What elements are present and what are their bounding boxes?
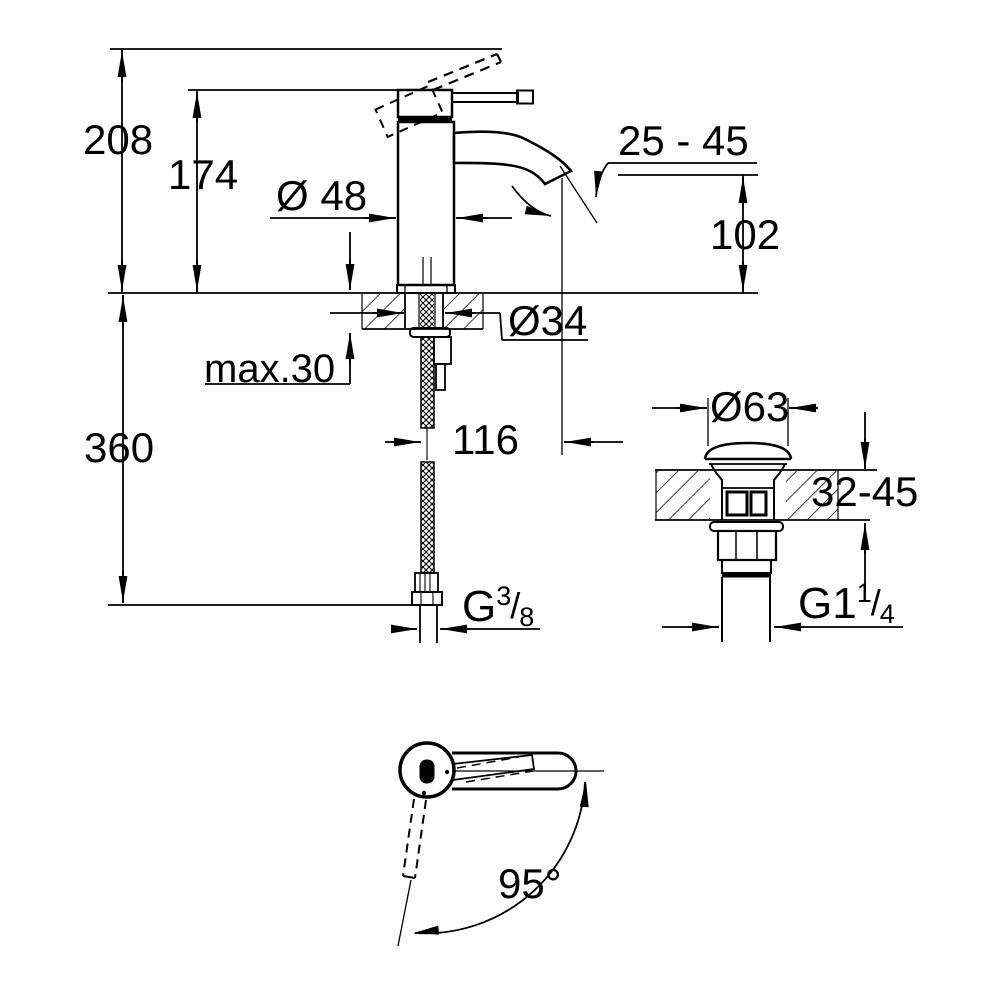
connection-fitting — [433, 336, 452, 365]
dim-label-aerator-range: 25 - 45 — [618, 117, 749, 164]
drain-side-window — [725, 490, 749, 517]
dim-label-height-total: 208 — [83, 116, 154, 163]
lever-raised-dashed — [427, 52, 502, 92]
drain-thread-sub: 4 — [879, 599, 895, 629]
dim-label-supply-thread: G3/8 — [462, 582, 535, 632]
supply-thread-slash: / — [510, 585, 521, 626]
dim-label-drain-deck-range: 32-45 — [811, 468, 919, 515]
dim-label-hose-length: 360 — [84, 424, 155, 471]
lever-handle — [451, 92, 519, 103]
faucet-cap — [396, 88, 454, 119]
flow-arrow — [511, 185, 552, 217]
dim-label-body-diameter: Ø 48 — [276, 172, 368, 219]
faucet-front-view — [361, 52, 598, 643]
drain-side-window — [749, 490, 768, 517]
dim-label-spout-height: 102 — [710, 211, 781, 258]
drain-thread-main: G1 — [798, 579, 857, 628]
handle-hub — [398, 741, 456, 799]
drain-washer — [709, 521, 784, 532]
dimension-linework — [108, 48, 758, 634]
dim-label-hole-diameter: Ø34 — [508, 297, 588, 344]
faucet-cap-band — [398, 117, 452, 123]
dim-label-handle-angle: 95° — [498, 860, 562, 907]
dim-label-drain-thread: G11/4 — [798, 579, 895, 629]
lever-handle-end — [516, 89, 534, 105]
dim-label-max-deck: max.30 — [204, 347, 336, 391]
drain-thread-sup: 1 — [856, 578, 872, 608]
aerator-plane-line — [559, 165, 598, 224]
supply-hose — [420, 336, 435, 574]
supply-thread-sup: 3 — [496, 581, 512, 611]
faucet-body — [396, 120, 456, 287]
drain-thread-slash: / — [870, 582, 881, 623]
drain-deck — [655, 469, 877, 521]
drain-cap — [703, 441, 793, 460]
drain-detail-view — [652, 398, 903, 642]
angle-arc — [414, 781, 586, 935]
drain-nut — [716, 529, 778, 562]
supply-thread-sub: 8 — [519, 602, 535, 632]
handle-rotation-view — [397, 741, 604, 947]
spout — [452, 130, 574, 186]
supply-thread-main: G — [462, 582, 497, 631]
cap-tilted-dashed — [374, 83, 444, 139]
hub-slot — [419, 759, 435, 784]
hose-end-fitting — [411, 572, 443, 643]
dim-label-spout-reach: 116 — [452, 416, 519, 463]
dim-label-height-to-cap: 174 — [168, 151, 239, 198]
dim-label-drain-cap-diameter: Ø63 — [710, 383, 790, 430]
